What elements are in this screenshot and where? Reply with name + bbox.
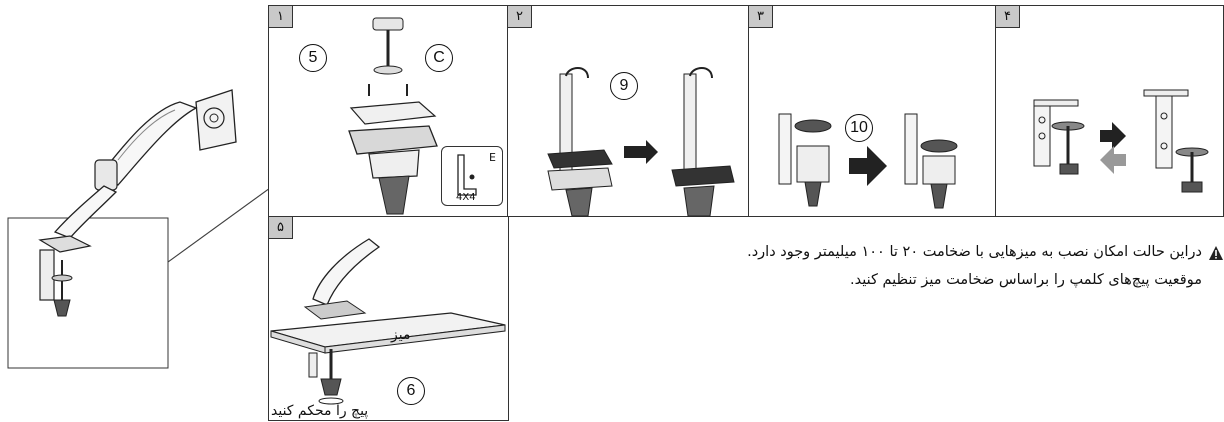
- overview-illustration: [0, 0, 270, 421]
- part-callout-10: 10: [845, 114, 873, 142]
- step-4-number: ۴: [996, 6, 1020, 28]
- part-callout-6: 6: [397, 377, 425, 405]
- step-5-number: ۵: [269, 217, 293, 239]
- tighten-screw-label: پیچ را محکم کنید: [271, 403, 369, 419]
- step-1-number: ۱: [269, 6, 293, 28]
- desk-mount-drawing: [270, 238, 506, 405]
- clamp-assembly-drawing: [348, 17, 438, 215]
- tool-letter: E: [489, 151, 496, 164]
- step-3-number: ۳: [749, 6, 773, 28]
- step-2-panel: ۲ 9: [507, 5, 749, 217]
- step-1-panel: ۱ 5 C E 4X4: [268, 5, 508, 217]
- part-callout-9: 9: [610, 72, 638, 100]
- step-2-number: ۲: [508, 6, 532, 28]
- step-3-panel: ۳ 10: [748, 5, 996, 217]
- clamp-adjust-drawing: [1033, 89, 1209, 193]
- hex-key-box: E 4X4: [441, 146, 503, 206]
- part-callout-5: 5: [299, 44, 327, 72]
- step-4-panel: ۴: [995, 5, 1224, 217]
- clamp-pad-drawing: [778, 113, 958, 209]
- part-callout-c: C: [425, 44, 453, 72]
- thickness-note: دراین حالت امکان نصب به میزهایی با ضخامت…: [747, 244, 1202, 260]
- hex-key-icon: [457, 154, 477, 196]
- pad-placement-drawing: [547, 67, 735, 217]
- monitor-arm-overview-drawing: [7, 89, 270, 369]
- step-5-panel: ۵ میز 6 پیچ را محکم کنید: [268, 216, 509, 421]
- warning-icon: [1208, 245, 1224, 261]
- desk-label: میز: [391, 327, 411, 343]
- adjust-clamp-note: موقعیت پیچ‌های کلمپ را براساس ضخامت میز …: [850, 272, 1202, 288]
- warning-triangle-icon: [1209, 246, 1223, 260]
- tool-size: 4X4: [456, 192, 476, 203]
